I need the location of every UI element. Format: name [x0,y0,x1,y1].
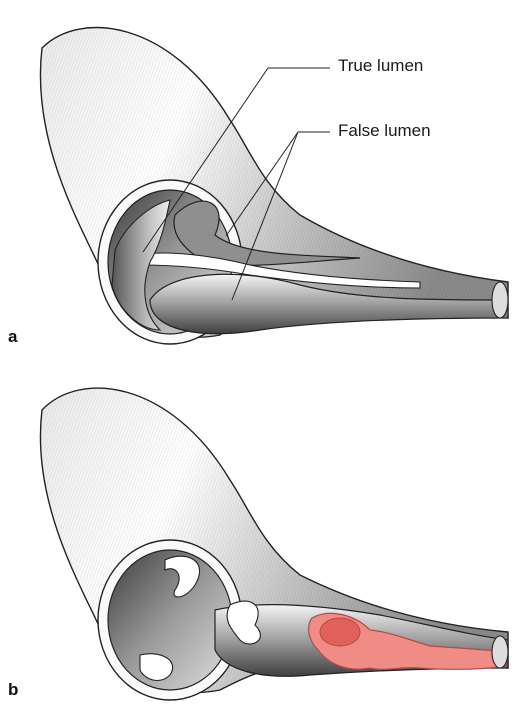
true-lumen-label: True lumen [338,56,423,76]
thrombus-core [320,618,360,646]
false-lumen-label: False lumen [338,121,431,141]
panel-a-illustration [40,28,508,344]
panel-label-b: b [8,680,18,700]
panel-b-illustration [40,388,508,700]
panel-label-a: a [8,327,17,347]
